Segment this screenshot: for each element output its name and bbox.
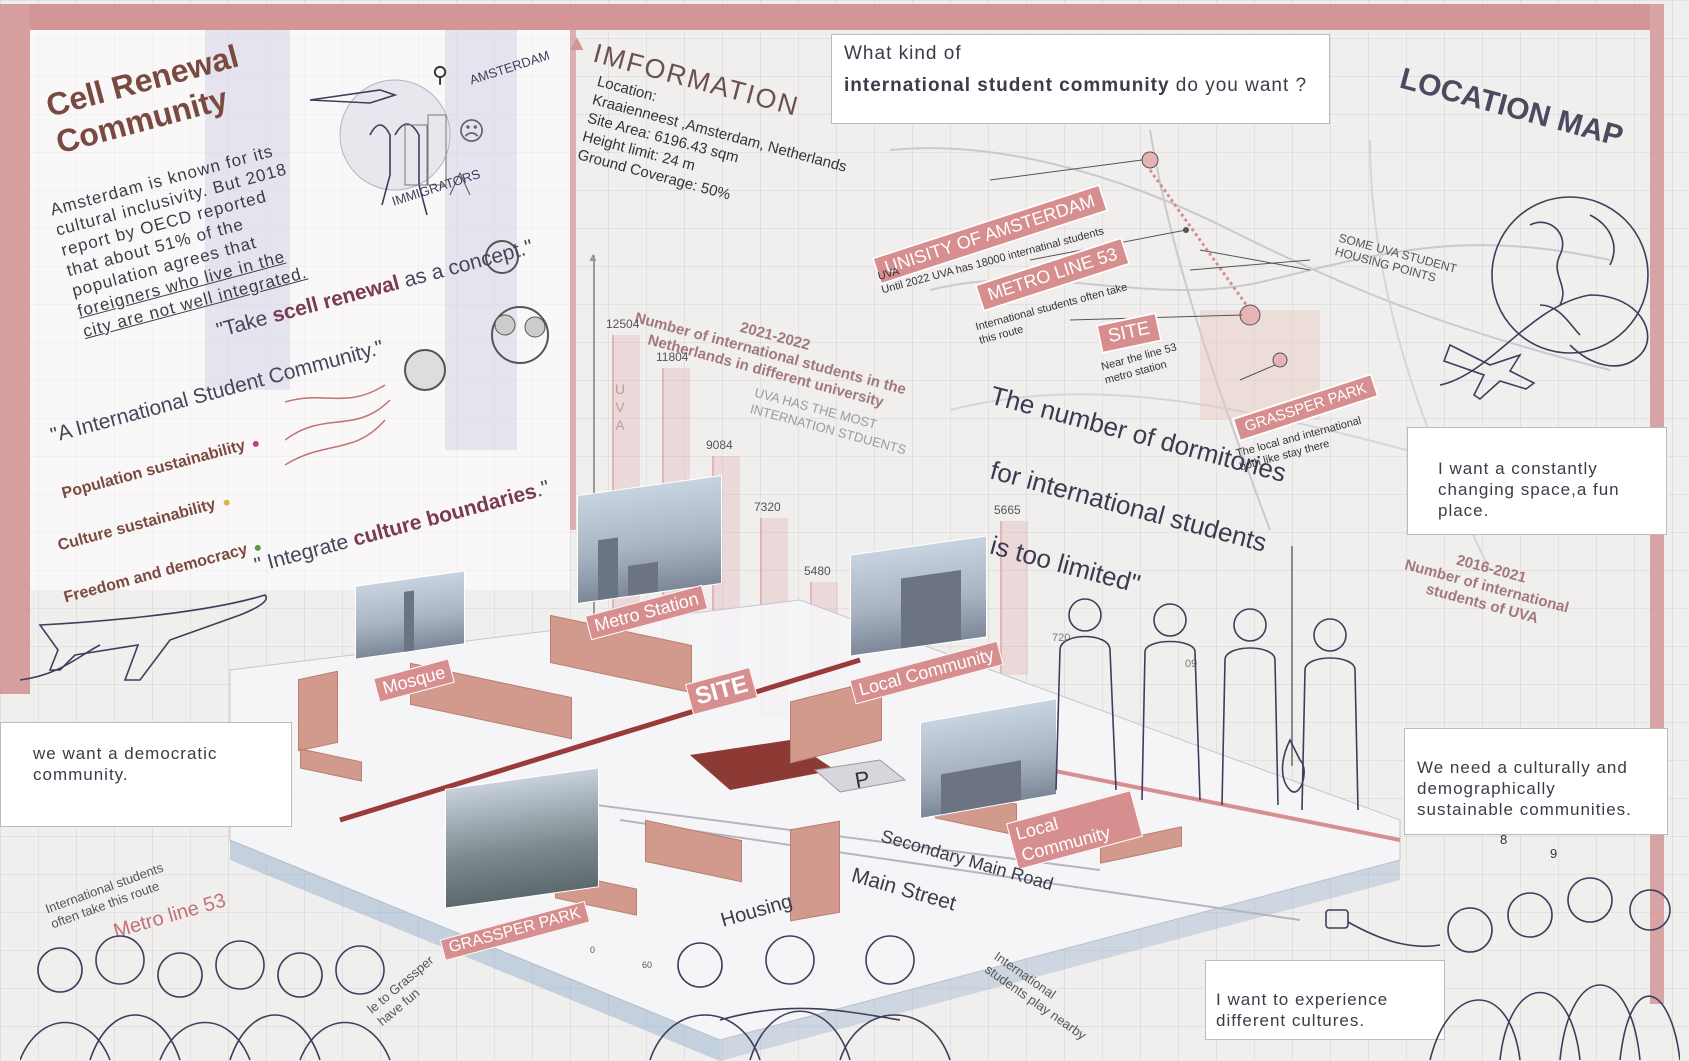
location-pin-icon: ⚲	[432, 62, 449, 87]
mosque-photo	[355, 570, 465, 660]
axis-number-9: 9	[1550, 846, 1558, 861]
axis-number-8: 8	[1500, 832, 1508, 847]
left-concept-panel	[30, 30, 570, 590]
chart-bar-value: 9084	[706, 437, 733, 452]
scale-0: 0	[590, 945, 596, 955]
tower-block	[298, 670, 338, 752]
cell-small-icon	[404, 349, 446, 391]
lilac-column	[445, 30, 517, 450]
crowd-sketch-right	[1325, 877, 1680, 1061]
speech-box-fun: I want a constantly changing space,a fun…	[1407, 427, 1667, 535]
magenta-dot-icon	[252, 440, 260, 448]
local-community-photo	[850, 535, 987, 657]
yellow-dot-icon	[222, 499, 231, 507]
globe-sketch-icon	[1439, 196, 1649, 401]
uva-bar-label: UVA	[614, 381, 626, 433]
connector-curves	[285, 384, 391, 466]
grassper-park-photo	[445, 767, 599, 909]
speech-box-sustainable: We need a culturally and demographically…	[1404, 728, 1668, 835]
crowd-sketch-center	[649, 935, 951, 1061]
question-bold: international student community	[844, 75, 1170, 96]
tower-block	[790, 820, 840, 922]
cell-cluster-icon	[485, 240, 549, 364]
question-tail: do you want ?	[1169, 75, 1308, 96]
sad-face-icon: ☹	[458, 116, 486, 146]
chart-axis-y-2	[1291, 546, 1293, 766]
airplane-sketch-icon	[20, 594, 267, 681]
chart-bar-value: 5665	[994, 502, 1021, 517]
chart2-partial-label: 09	[1185, 658, 1198, 670]
chart-bar-value: 12504	[606, 317, 640, 331]
chart-axis-y	[593, 255, 595, 675]
arrow-up-icon: ▲	[587, 250, 599, 264]
question-line-2: international student community do you w…	[844, 75, 1317, 97]
chart-bar-value: 5480	[804, 563, 831, 578]
lilac-column	[205, 30, 290, 390]
question-line-1: What kind of	[844, 43, 962, 64]
immigrants-illustration	[309, 79, 471, 216]
students-group-sketch	[1055, 598, 1359, 811]
scale-60: 60	[642, 960, 653, 970]
speech-box-democratic: we want a democratic community.	[0, 722, 292, 827]
chart-bar	[1000, 520, 1028, 675]
frame-top-band	[30, 4, 1650, 30]
axis-pink-vertical	[570, 30, 576, 530]
question-box: What kind of international student commu…	[831, 34, 1330, 124]
crowd-sketch-left	[20, 935, 391, 1061]
frame-left-band	[0, 4, 30, 694]
arrow-up-icon: ▲	[566, 30, 588, 55]
chart-bar-value: 11804	[656, 350, 689, 365]
chart-bar-value: 7320	[754, 499, 781, 514]
speech-box-cultures: I want to experience different cultures.	[1205, 960, 1445, 1040]
